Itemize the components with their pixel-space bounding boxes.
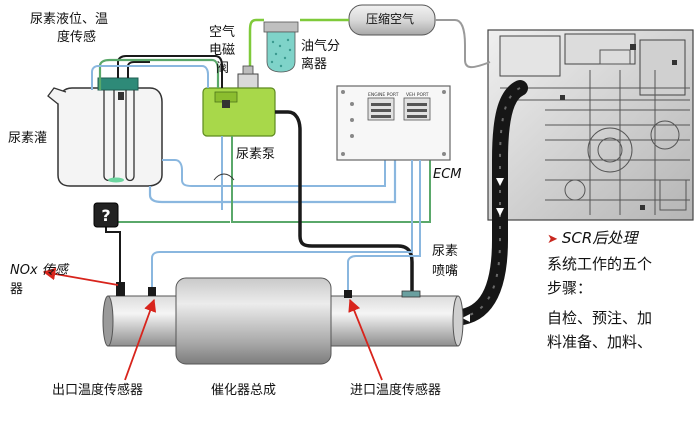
pump-ecm-cable bbox=[231, 118, 431, 223]
unknown-sensor: ? bbox=[93, 202, 119, 228]
solenoid-label-3: 阀 bbox=[216, 61, 230, 76]
urea-tank bbox=[47, 77, 163, 187]
solenoid-label-1: 空气 bbox=[209, 25, 236, 40]
catalyst-assembly-label: 催化器总成 bbox=[211, 383, 277, 398]
scr-steps-panel: ➤SCR后处理 系统工作的五个 步骤： 自检、预注、加 料准备、加料、 bbox=[547, 226, 697, 354]
nozzle-label-1: 尿素 bbox=[432, 244, 459, 259]
coolant-line-bottom bbox=[148, 118, 397, 204]
oil-separator-label-2: 离器 bbox=[301, 57, 328, 72]
tank-sensor-cable-2 bbox=[127, 61, 150, 78]
outlet-temp-sensor bbox=[148, 287, 156, 296]
urea-tank-label: 尿素灌 bbox=[8, 131, 48, 146]
ecm-port-b-label: VEH PORT bbox=[406, 92, 429, 98]
urea-pump bbox=[202, 87, 276, 137]
inlet-temp-callout bbox=[348, 298, 383, 381]
outlet-temp-sensor-label: 出口温度传感器 bbox=[52, 383, 144, 398]
ecm-unit: ENGINE PORT VEH PORT bbox=[336, 85, 451, 161]
steps-title-text: SCR后处理 bbox=[561, 229, 638, 247]
steps-body-line-1: 自检、预注、加 bbox=[547, 309, 653, 327]
inlet-temp-cable bbox=[347, 160, 421, 290]
coolant-line-mid bbox=[162, 118, 386, 187]
inlet-temp-sensor-label: 进口温度传感器 bbox=[350, 383, 442, 398]
oil-separator bbox=[263, 21, 299, 73]
engine bbox=[487, 29, 694, 221]
nox-sensor bbox=[116, 282, 125, 296]
steps-body-line-2: 料准备、加料、 bbox=[547, 333, 653, 351]
outlet-temp-callout bbox=[124, 298, 157, 381]
coolant-line-tank-top bbox=[91, 65, 209, 90]
nox-sensor-cable bbox=[105, 227, 121, 282]
unknown-sensor-glyph: ? bbox=[101, 206, 110, 225]
level-temp-sensor-label-2: 度传感 bbox=[57, 30, 97, 45]
catalyst-assembly bbox=[102, 277, 464, 365]
oil-separator-label-1: 油气分 bbox=[301, 39, 341, 54]
ecm-label: ECM bbox=[433, 167, 462, 182]
ecm-port-a-label: ENGINE PORT bbox=[368, 92, 399, 98]
compressed-air-label: 压缩空气 bbox=[366, 12, 415, 26]
steps-title-line-2: 系统工作的五个 bbox=[547, 255, 653, 273]
line-crossing bbox=[213, 173, 235, 181]
exhaust-flow-arrows bbox=[462, 178, 504, 322]
solenoid-label-2: 电磁 bbox=[209, 43, 236, 58]
inlet-temp-sensor bbox=[344, 290, 352, 298]
outlet-temp-cable bbox=[151, 160, 413, 287]
nox-sensor-label-2: 器 bbox=[10, 282, 24, 297]
nozzle-label-2: 喷嘴 bbox=[432, 264, 459, 279]
urea-pump-label: 尿素泵 bbox=[236, 147, 276, 162]
exhaust-hose-stripe bbox=[451, 87, 521, 319]
steps-title-line-1: ➤SCR后处理 bbox=[547, 226, 697, 252]
air-supply-line bbox=[435, 19, 491, 68]
nox-sensor-label-1: NOx 传感 bbox=[10, 263, 68, 278]
steps-title-line-3: 步骤： bbox=[547, 279, 593, 297]
urea-line-tank-pump bbox=[98, 58, 220, 90]
air-line-separator-solenoid bbox=[248, 18, 264, 78]
nox-sensor-callout bbox=[42, 267, 119, 286]
level-temp-sensor-label-1: 尿素液位、温 bbox=[30, 12, 109, 27]
bullet-arrow-icon: ➤ bbox=[547, 232, 558, 247]
urea-nozzle bbox=[401, 290, 421, 298]
